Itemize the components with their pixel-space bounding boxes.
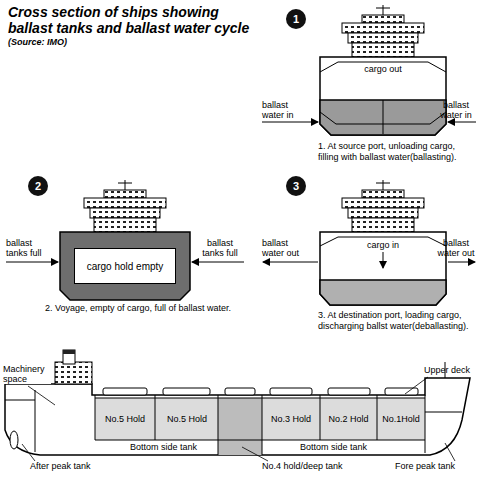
cargo-label: cargo in (358, 240, 408, 250)
step-number: 1 (286, 9, 306, 29)
step-caption: 1. At source port, unloading cargo, fill… (318, 141, 474, 163)
node-text: 1 (293, 13, 299, 25)
source-note: (Source: IMO) (8, 37, 108, 47)
tank-label: Bottom side tank (300, 442, 380, 452)
step-number: 2 (28, 176, 48, 196)
part-label: Fore peak tank (395, 461, 475, 471)
flow-label: ballast water out (437, 238, 475, 258)
step-caption: 2. Voyage, empty of cargo, full of balla… (45, 303, 260, 314)
part-label: After peak tank (30, 461, 120, 471)
part-label: No.4 hold/deep tank (262, 461, 362, 471)
flow-label: ballast water out (262, 238, 308, 258)
hold-label: No.5 Hold (158, 414, 216, 424)
tank-label: ballast tanks full (196, 238, 244, 258)
step-number: 3 (286, 176, 306, 196)
step-caption: 3. At destination port, loading cargo, d… (318, 310, 474, 332)
node-text: 2 (35, 180, 41, 192)
cargo-label: cargo out (358, 64, 408, 74)
hold-label: No.5 Hold (97, 414, 153, 424)
flow-label: ballast water in (437, 100, 475, 120)
title: Cross section of ships showing ballast t… (8, 4, 258, 36)
hold-label: No.1Hold (378, 414, 424, 424)
part-label: Machinery space (3, 364, 51, 384)
tank-label: Bottom side tank (130, 442, 210, 452)
tank-label: ballast tanks full (6, 238, 54, 258)
node-text: cargo hold empty (87, 261, 164, 272)
hold-label: No.3 Hold (263, 414, 319, 424)
hold-label: No.2 Hold (321, 414, 376, 424)
cargo-hold-box: cargo hold empty (74, 248, 176, 284)
node-text: 3 (293, 180, 299, 192)
part-label: Upper deck (424, 365, 474, 375)
flow-label: ballast water in (262, 100, 302, 120)
